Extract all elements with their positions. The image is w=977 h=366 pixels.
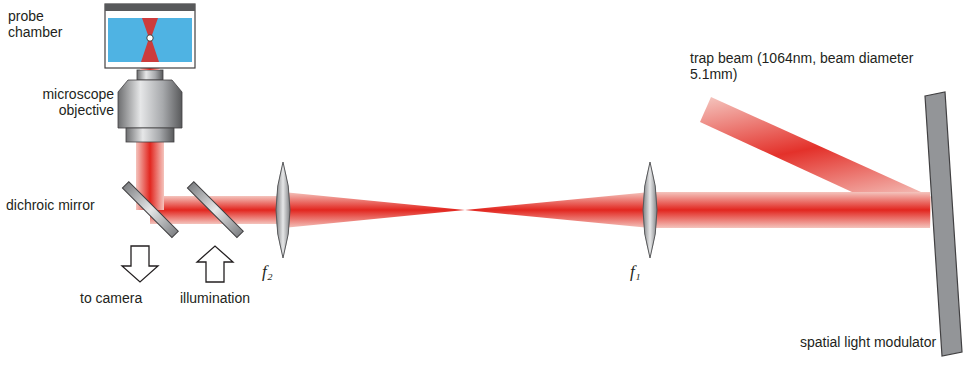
chamber-water xyxy=(108,18,192,62)
chamber-lid xyxy=(105,4,195,11)
part-label: microscope objective xyxy=(28,86,114,118)
illumination-mirror xyxy=(187,182,243,238)
chamber-frame xyxy=(105,4,195,68)
beam xyxy=(465,192,650,228)
objective-tip xyxy=(137,70,163,80)
lens-f2 xyxy=(276,162,290,258)
trapped-bead xyxy=(147,35,153,41)
arrow-up xyxy=(197,246,233,282)
part-label: probe chamber xyxy=(8,8,98,40)
part-label: trap beam (1064nm, beam diameter 5.1mm) xyxy=(690,50,920,82)
part-label: f₂ xyxy=(262,264,302,280)
beam xyxy=(283,192,465,228)
arrow-down xyxy=(122,246,158,282)
beam xyxy=(650,192,930,228)
objective-body xyxy=(118,80,182,128)
objective-base xyxy=(126,128,174,142)
part-label: f₁ xyxy=(630,264,670,280)
slm-panel xyxy=(925,92,962,356)
part-label: spatial light modulator xyxy=(800,334,970,350)
beam xyxy=(141,18,159,62)
dichroic-mirror xyxy=(122,182,178,238)
lens-f1 xyxy=(643,162,657,258)
part-label: dichroic mirror xyxy=(6,197,96,213)
part-label: to camera xyxy=(80,290,180,306)
part-label: illumination xyxy=(180,290,280,306)
